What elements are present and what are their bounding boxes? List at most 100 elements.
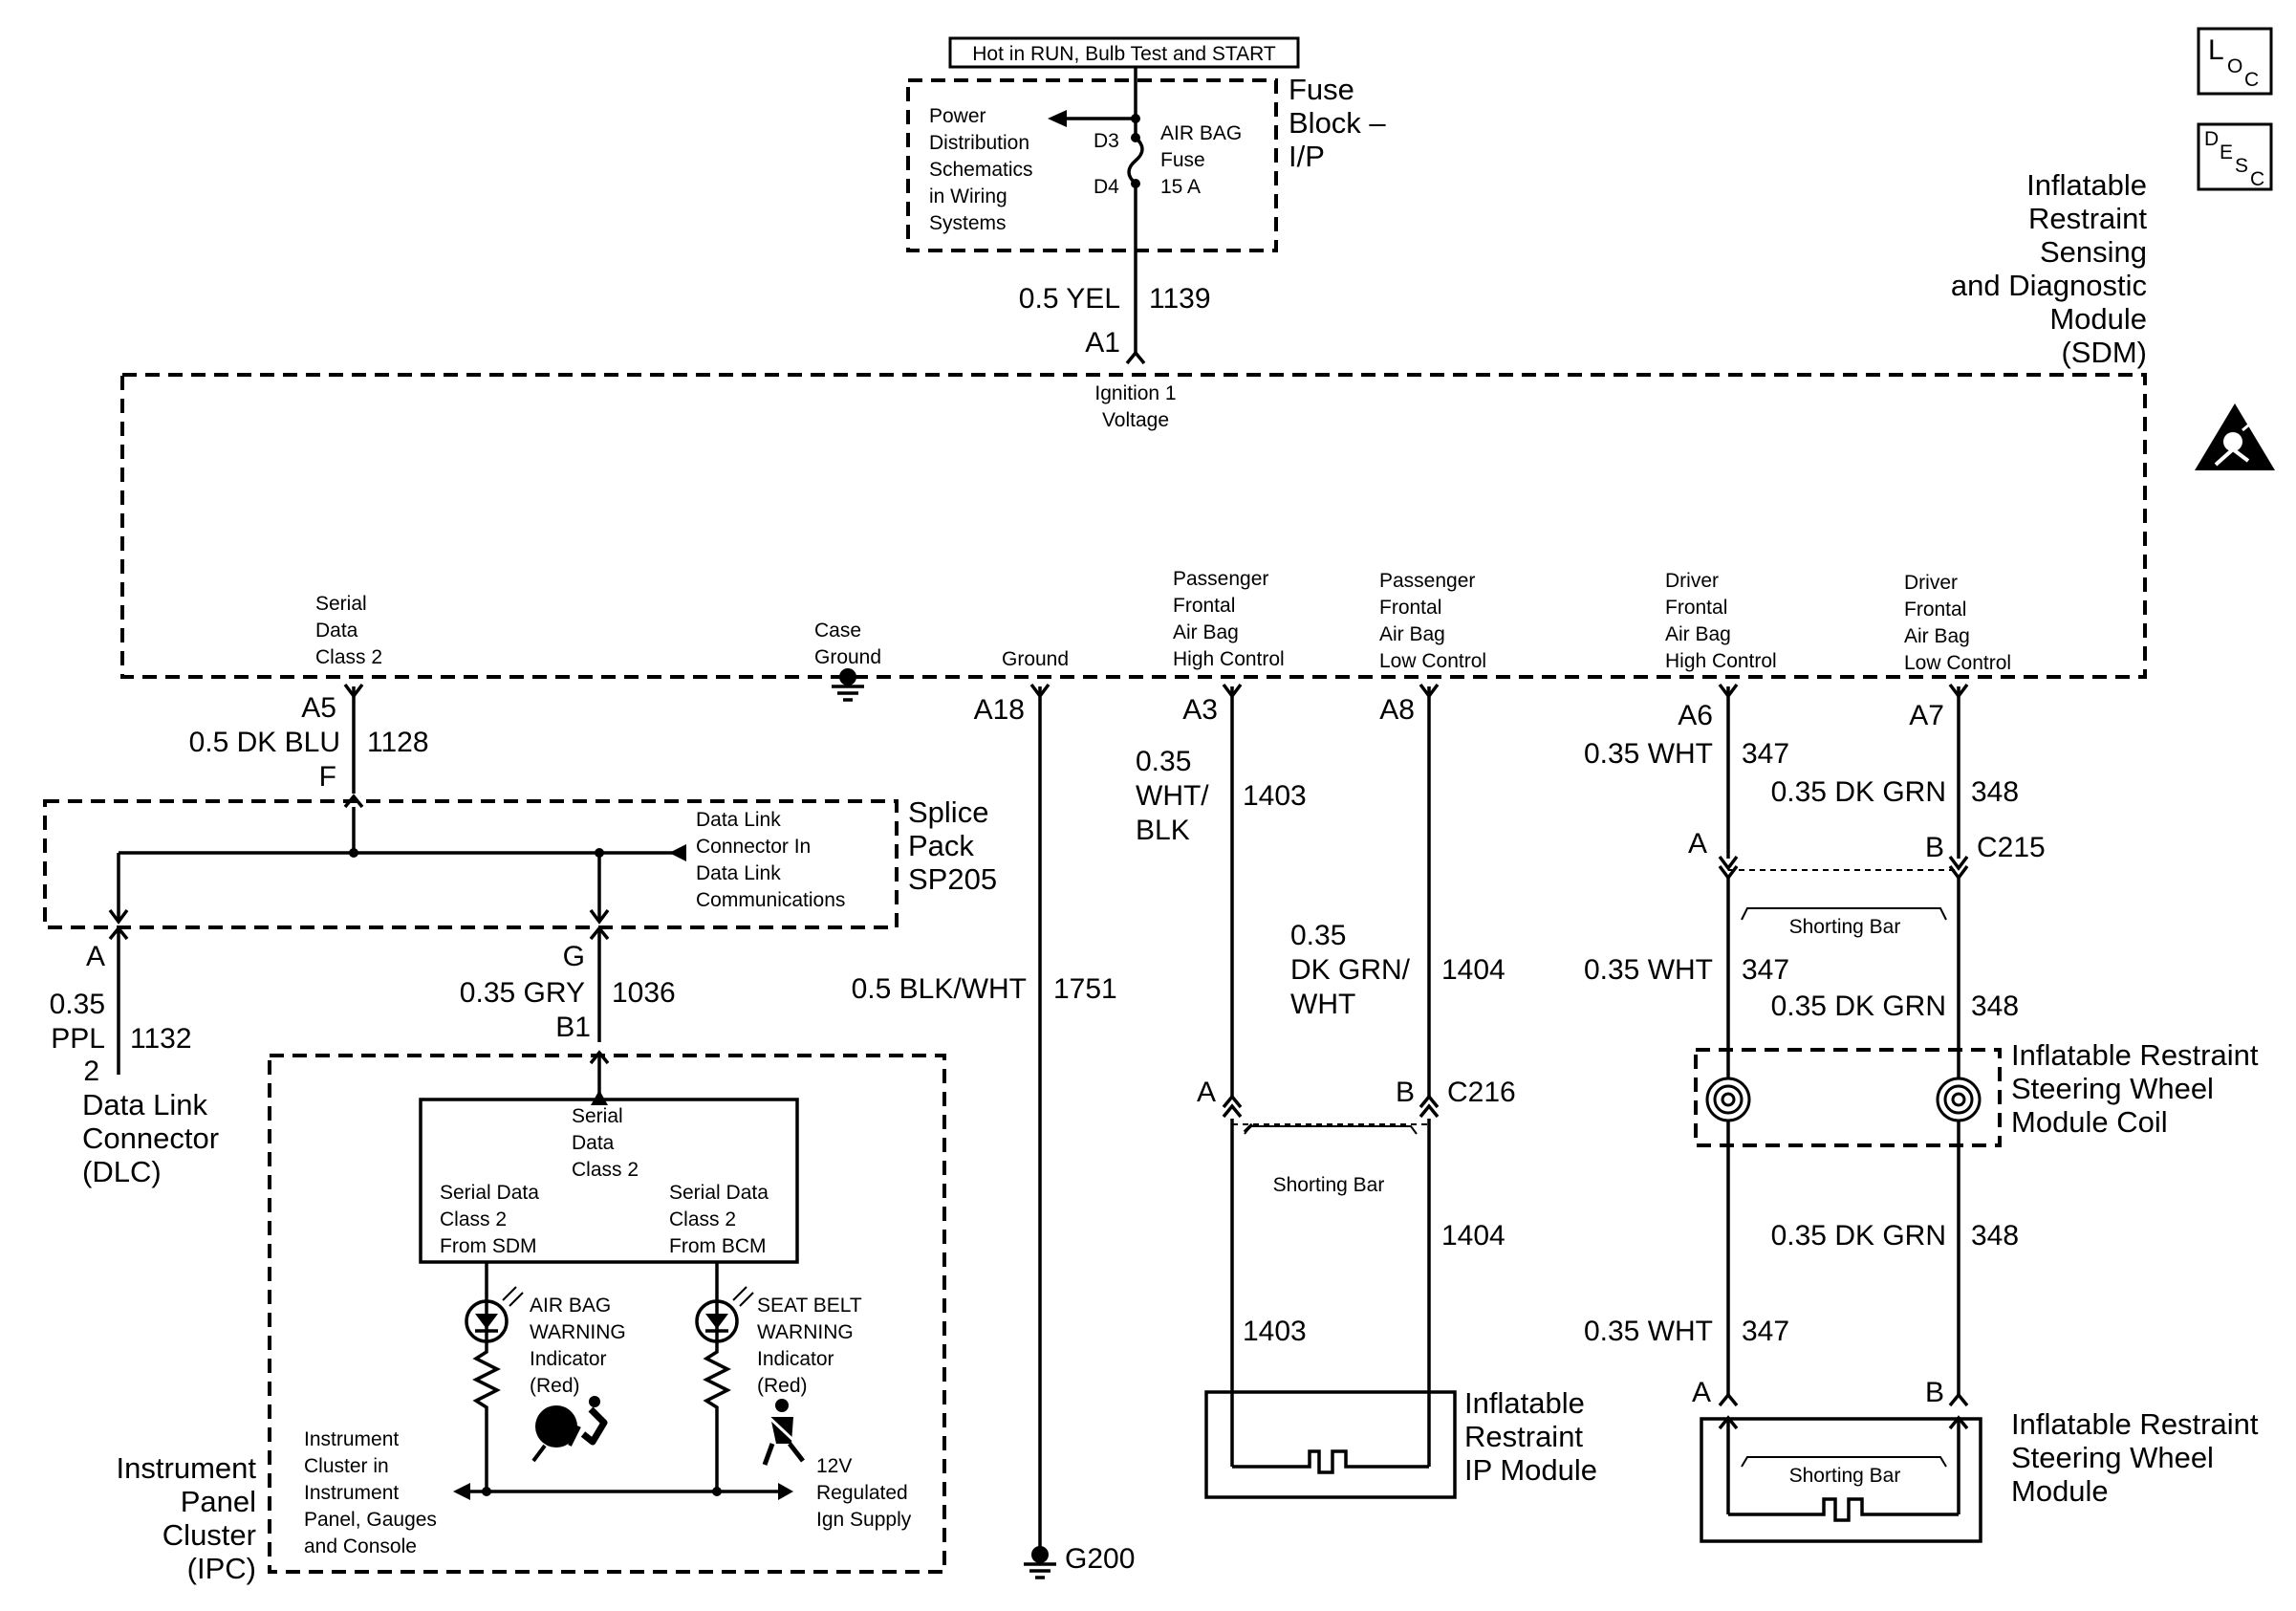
ign-wire-gauge: 0.5 YEL <box>1019 283 1120 315</box>
pass-lower-high-circuit: 1403 <box>1243 1316 1307 1347</box>
c216-label: C216 <box>1447 1077 1516 1108</box>
text-line: Splice <box>908 795 988 829</box>
fuse-block-box <box>906 78 1278 252</box>
text-line: Low Control <box>1379 650 1486 672</box>
drv-pin-a6: A6 <box>1678 700 1713 731</box>
seatbelt-warning-icon <box>762 1399 805 1466</box>
text-line: Low Control <box>1904 652 2011 674</box>
desc-icon-d: D <box>2204 128 2219 150</box>
ip-module-squib <box>1232 1449 1429 1474</box>
sdm-box <box>120 373 2147 679</box>
text-line: WARNING <box>757 1321 854 1343</box>
splice-pin-f: F <box>319 761 336 793</box>
c215-pin-a: A <box>1688 828 1707 860</box>
drv-green-circuit-1: 348 <box>1971 776 2019 808</box>
text-line: BLK <box>1136 815 1190 846</box>
ground-wire-circuit: 1751 <box>1053 973 1117 1005</box>
text-line: Regulated <box>816 1482 908 1504</box>
airbag-indicator-lamp <box>465 1286 524 1343</box>
text-line: Class 2 <box>572 1159 639 1181</box>
serial-wire-pin: A5 <box>301 692 336 724</box>
top-label: Hot in RUN, Bulb Test and START <box>972 43 1276 65</box>
esd-warning-icon <box>2195 403 2275 470</box>
text-line: Cluster <box>162 1518 256 1552</box>
text-line: Steering Wheel <box>2011 1441 2214 1474</box>
drv-module-pin-a: A <box>1692 1377 1711 1408</box>
text-line: Class 2 <box>315 646 382 668</box>
fuse-symbol <box>1127 136 1144 185</box>
text-line: DK GRN/ <box>1290 954 1411 986</box>
fuse-pin-d3: D3 <box>1094 130 1119 152</box>
text-line: Case <box>814 620 861 642</box>
c215-pin-b: B <box>1925 832 1944 863</box>
text-line: 0.35 <box>1290 920 1346 951</box>
text-line: Module Coil <box>2011 1105 2168 1139</box>
drv-white-circuit-2: 347 <box>1742 954 1789 986</box>
driver-airbag-circuit: A6 A7 0.35 WHT 347 0.35 DK GRN 348 A B C… <box>1584 683 2259 1543</box>
text-line: Connector <box>82 1121 219 1155</box>
text-line: Sensing <box>2040 235 2147 269</box>
text-line: Frontal <box>1173 595 1235 617</box>
ground-wire-pin: A18 <box>974 694 1025 726</box>
text-line: Connector In <box>696 836 811 858</box>
text-line: (IPC) <box>187 1552 256 1585</box>
drv-module-pin-b: B <box>1925 1377 1944 1408</box>
text-line: Frontal <box>1904 599 1966 620</box>
ign-wire-pin: A1 <box>1085 327 1120 359</box>
text-line: Data Link <box>696 862 781 884</box>
ign-wire-circuit: 1139 <box>1149 283 1211 315</box>
text-line: Driver <box>1665 570 1719 592</box>
dlc-wire-circuit: 1132 <box>130 1023 192 1055</box>
drv-white-gauge-2: 0.35 WHT <box>1584 954 1713 986</box>
text-line: (DLC) <box>82 1155 162 1188</box>
drv-green-gauge-2: 0.35 DK GRN <box>1771 991 1946 1022</box>
text-line: Frontal <box>1665 597 1727 619</box>
steering-module-box <box>1700 1417 1982 1543</box>
text-line: Serial <box>315 593 367 615</box>
text-line: Block – <box>1289 106 1386 140</box>
text-line: Module <box>2049 302 2147 336</box>
text-line: Frontal <box>1379 597 1441 619</box>
text-line: High Control <box>1665 650 1777 672</box>
steering-module-squib <box>1728 1497 1959 1522</box>
drv-green-gauge-3: 0.35 DK GRN <box>1771 1220 1946 1252</box>
loc-icon-c: C <box>2244 69 2259 91</box>
text-line: Ignition 1 <box>1094 382 1176 404</box>
splice-pack-box <box>43 799 899 929</box>
text-line: Steering Wheel <box>2011 1072 2214 1105</box>
seatbelt-indicator-resistor <box>703 1341 731 1491</box>
text-line: Data Link <box>82 1088 207 1121</box>
text-line: Module <box>2011 1474 2109 1508</box>
c216-shorting-bar-bracket <box>1244 1125 1418 1135</box>
c216-pin-b: B <box>1396 1077 1415 1108</box>
pass-high-circuit: 1403 <box>1243 780 1307 812</box>
airbag-indicator-resistor <box>472 1341 501 1491</box>
text-line: Serial <box>572 1105 623 1127</box>
splice-pin-a: A <box>86 941 105 972</box>
pass-low-circuit: 1404 <box>1441 954 1505 986</box>
text-line: High Control <box>1173 648 1285 670</box>
serial-wire-gauge: 0.5 DK BLU <box>189 727 340 758</box>
text-line: WHT <box>1290 989 1355 1020</box>
coil-box <box>1694 1048 2002 1147</box>
fuse-pin-d4: D4 <box>1094 176 1119 198</box>
text-line: AIR BAG <box>530 1295 611 1317</box>
